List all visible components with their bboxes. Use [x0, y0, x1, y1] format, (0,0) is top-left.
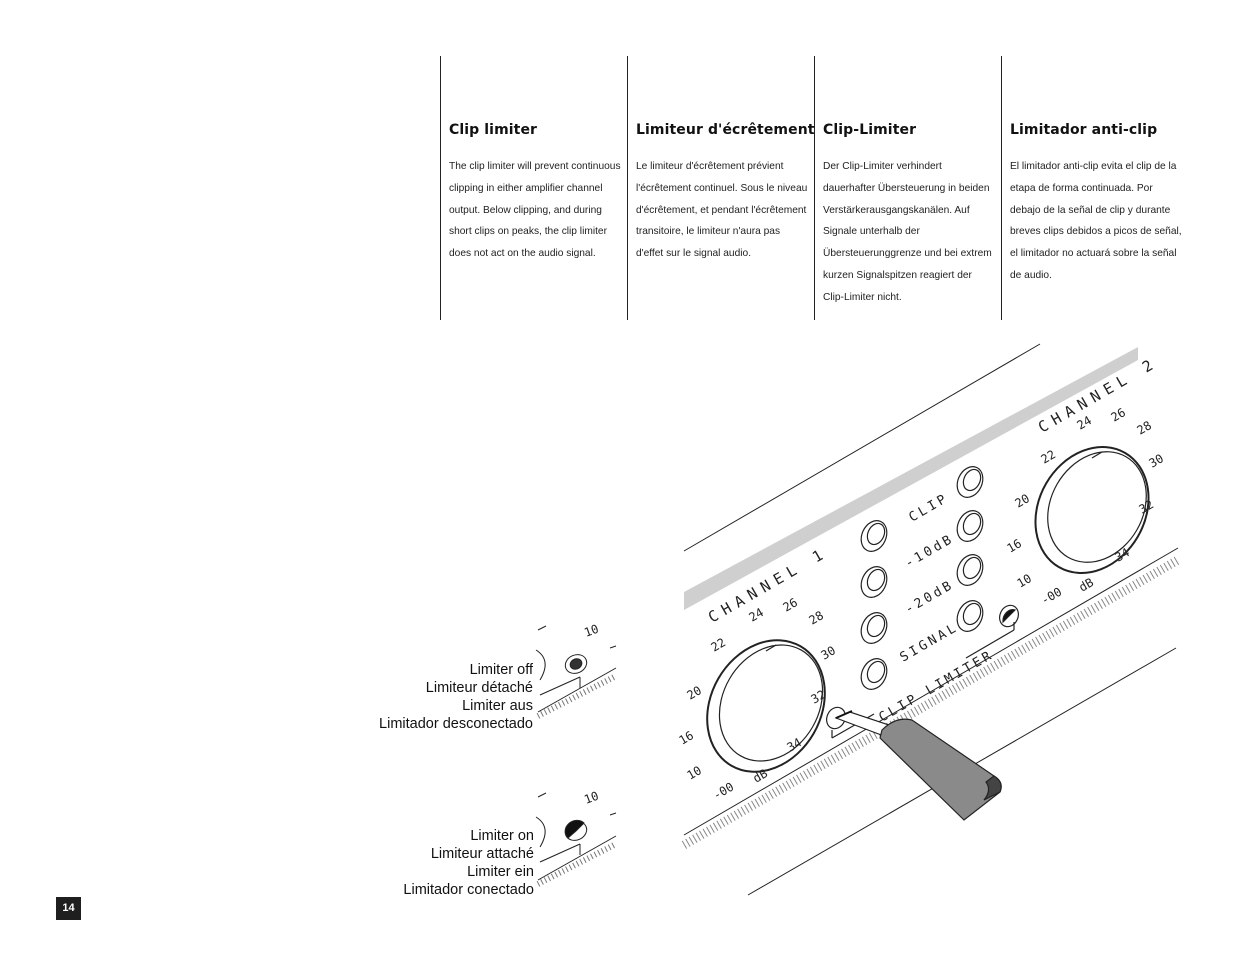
led-label-clip: CLIP: [907, 491, 952, 526]
ch1-unit-db: dB: [751, 766, 771, 785]
page-number: 14: [56, 897, 81, 920]
caption-off-fr: Limiteur détaché: [425, 680, 533, 696]
ch1-tick-24: 24: [747, 605, 767, 624]
led-label-minus10: -10dB: [903, 531, 957, 571]
ch2-tick-28: 28: [1135, 418, 1155, 437]
led-column-2: [956, 466, 984, 632]
ch1-tick-22: 22: [709, 635, 729, 654]
ch2-tick-24: 24: [1075, 413, 1095, 432]
screwdriver-icon: [834, 710, 1002, 821]
heading-french: Limiteur d'écrêtement: [636, 122, 815, 138]
ch2-tick-26: 26: [1109, 405, 1129, 424]
small-tick-label-on: 10: [582, 789, 600, 807]
ch1-tick-32: 32: [809, 687, 829, 706]
ch2-tick-22: 22: [1039, 447, 1059, 466]
clip-limiter-switches: [826, 604, 1019, 739]
ch2-tick-16: 16: [1005, 536, 1025, 555]
small-tick-label-off: 10: [582, 622, 600, 640]
limiter-off-detail: [535, 625, 618, 719]
caption-on-fr: Limiteur attaché: [430, 846, 534, 862]
channel-2-dial: [1034, 445, 1150, 575]
heading-german: Clip-Limiter: [823, 122, 917, 138]
ch1-tick-20: 20: [685, 683, 705, 702]
caption-limiter-off: Limiter off Limiteur détaché Limiter aus…: [330, 661, 533, 733]
led-column-1: [860, 520, 888, 690]
ch1-tick-28: 28: [807, 608, 827, 627]
ch2-tick-30: 30: [1147, 451, 1167, 470]
heading-spanish: Limitador anti-clip: [1010, 122, 1158, 138]
ch1-tick-inf: -00: [711, 780, 737, 803]
column-spanish: Limitador anti-clip El limitador anti-cl…: [1001, 56, 1191, 320]
led-label-minus20: -20dB: [903, 577, 957, 617]
limiter-on-detail: [535, 792, 618, 887]
ch2-tick-inf: -00: [1039, 585, 1065, 608]
body-english: The clip limiter will prevent continuous…: [449, 161, 621, 260]
ch1-tick-16: 16: [677, 728, 697, 747]
column-german: Clip-Limiter Der Clip-Limiter verhindert…: [814, 56, 1001, 320]
heading-english: Clip limiter: [449, 122, 538, 138]
body-spanish: El limitador anti-clip evita el clip de …: [1010, 161, 1182, 281]
ch1-tick-30: 30: [819, 643, 839, 662]
led-label-signal: SIGNAL: [898, 620, 962, 665]
ch2-tick-32: 32: [1137, 497, 1157, 516]
caption-on-es: Limitador conectado: [403, 882, 534, 898]
ch2-unit-db: dB: [1077, 575, 1097, 594]
caption-off-es: Limitador desconectado: [379, 716, 533, 732]
caption-on-de: Limiter ein: [467, 864, 534, 880]
caption-off-de: Limiter aus: [462, 698, 533, 714]
ch2-tick-10: 10: [1015, 571, 1035, 590]
column-french: Limiteur d'écrêtement Le limiteur d'écrê…: [627, 56, 814, 320]
channel-1-dial: [706, 639, 826, 773]
channel-2-ticks: -00 10 16 20 22 24 26 28 30 32 34 dB: [1005, 405, 1167, 607]
caption-on-en: Limiter on: [470, 828, 534, 844]
panel-outline: [681, 343, 1181, 896]
ch2-tick-20: 20: [1013, 491, 1033, 510]
clip-limiter-label: CLIP LIMITER: [877, 648, 997, 726]
ch1-tick-10: 10: [685, 763, 705, 782]
ch1-tick-26: 26: [781, 595, 801, 614]
body-french: Le limiteur d'écrêtement prévient l'écrê…: [636, 161, 808, 260]
caption-off-en: Limiter off: [469, 662, 533, 678]
ch2-tick-34: 34: [1113, 545, 1133, 564]
body-german: Der Clip-Limiter verhindert dauerhafter …: [823, 161, 992, 303]
ch1-tick-34: 34: [785, 735, 805, 754]
channel-1-ticks: -00 10 16 20 22 24 26 28 30 32 34 dB: [677, 595, 839, 802]
caption-limiter-on: Limiter on Limiteur attaché Limiter ein …: [330, 827, 534, 899]
led-labels: CLIP -10dB -20dB SIGNAL: [898, 491, 962, 666]
column-english: Clip limiter The clip limiter will preve…: [440, 56, 627, 320]
